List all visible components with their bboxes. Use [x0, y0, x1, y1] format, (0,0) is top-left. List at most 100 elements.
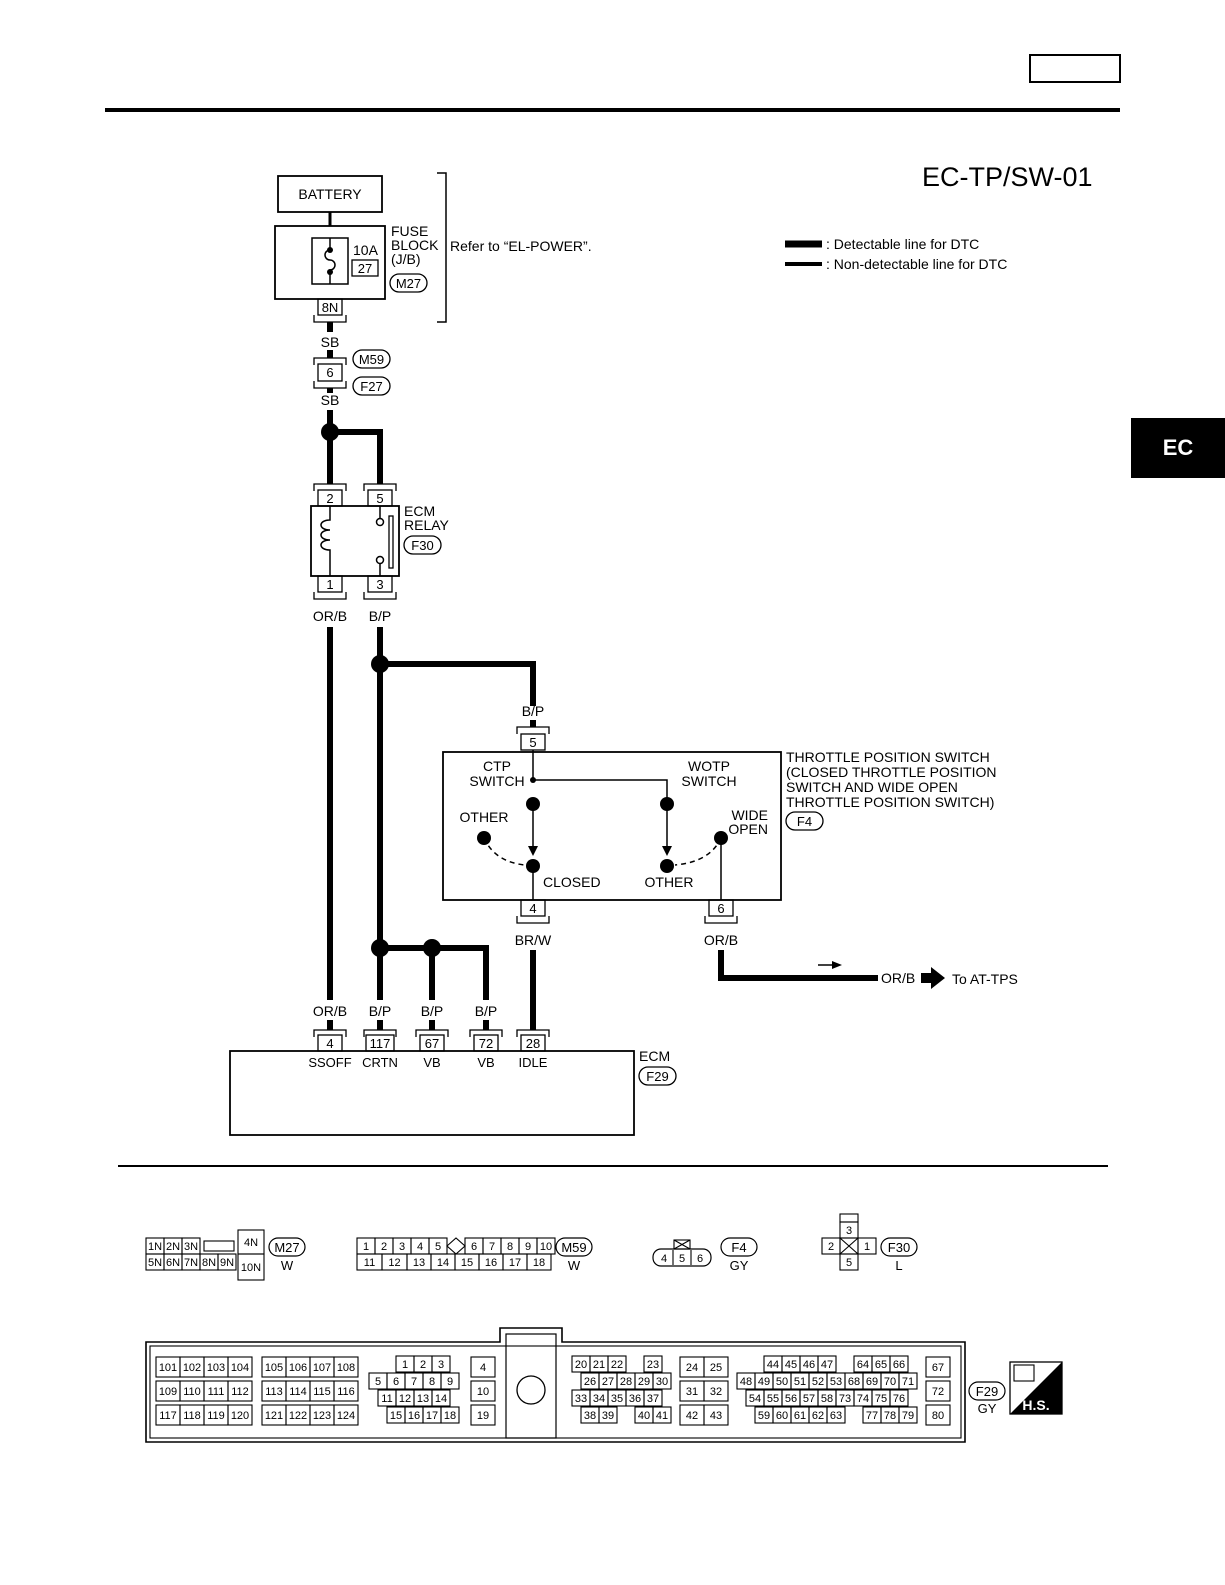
f29-pin-104-box: [227, 1356, 253, 1378]
fuse-node-bottom: [327, 269, 333, 275]
f29-pin-53: 53: [830, 1376, 842, 1388]
f29-pin-21: 21: [593, 1359, 605, 1371]
f29-pin-4: 4: [480, 1362, 486, 1374]
f29-pin-22: 22: [611, 1359, 623, 1371]
ecm: OR/B B/P B/P B/P 4SSOFF117CRTN67VB72VB28…: [229, 1003, 677, 1136]
connector-m59-label: M59: [561, 1240, 586, 1255]
tps-pin-6-box: [708, 899, 734, 917]
m59-pin-14: 14: [437, 1257, 449, 1269]
f29-pin-80-box: [925, 1404, 951, 1426]
f29-pin-104: 104: [231, 1362, 249, 1374]
f29-pin-39: 39: [602, 1410, 614, 1422]
f29-pin-79-box: [898, 1406, 918, 1424]
m59-pin-13: 13: [413, 1257, 425, 1269]
f29-label: F29: [646, 1069, 668, 1084]
f29-pin-59: 59: [758, 1410, 770, 1422]
m59-pin-11: 11: [364, 1257, 375, 1269]
m59-pin-15: 15: [461, 1257, 473, 1269]
f30-blank-cross: [839, 1237, 859, 1255]
m59-pin-12: 12: [388, 1257, 400, 1269]
m59-pin-4: 4: [417, 1241, 423, 1253]
f29-pin-3-box: [431, 1355, 451, 1373]
relay-pin-5: 5: [376, 491, 383, 506]
f29-pin-119: 119: [207, 1410, 225, 1422]
f29-pin-12: 12: [399, 1393, 411, 1405]
ecm-terminal-pin-4: 4: [326, 1036, 333, 1051]
ecm-terminal-pin-28: 28: [526, 1036, 540, 1051]
fuse-rating: 10A: [353, 242, 379, 258]
legend: : Detectable line for DTC : Non-detectab…: [785, 236, 1007, 272]
ecm-terminal-pin-72: 72: [479, 1036, 493, 1051]
fuse-icon: [324, 238, 336, 284]
m59-pin-17: 17: [509, 1257, 521, 1269]
ecm-wire-bp-1: B/P: [369, 1003, 392, 1019]
connector-f4-color: GY: [730, 1258, 749, 1273]
f29-pin-8: 8: [429, 1376, 435, 1388]
connector-f30-label: F30: [888, 1240, 910, 1255]
f29-pin-24: 24: [686, 1362, 698, 1374]
f29-pin-36: 36: [629, 1393, 641, 1405]
f29-pin-123: 123: [313, 1410, 331, 1422]
connector-m59-badge: [555, 1237, 593, 1257]
connector-f30-color: L: [895, 1258, 902, 1273]
f29-pin-31: 31: [686, 1386, 698, 1398]
f29-pin-55: 55: [767, 1393, 779, 1405]
f29-pin-65: 65: [875, 1359, 887, 1371]
wire-label-sb-2: SB: [321, 392, 340, 408]
hs-connector-icon: [1013, 1364, 1035, 1382]
f29-pin-118: 118: [183, 1410, 201, 1422]
f29-pin-56: 56: [785, 1393, 797, 1405]
ecm-terminal-name-4: SSOFF: [308, 1055, 351, 1070]
wotp-label-1: WOTP: [688, 758, 730, 774]
m59-pin-3: 3: [399, 1241, 405, 1253]
f29-pin-63: 63: [830, 1410, 842, 1422]
f29-pin-80: 80: [932, 1410, 944, 1422]
f29-pin-116-box: [333, 1380, 359, 1402]
connector-f30-badge: [880, 1237, 918, 1257]
tps-other-1: OTHER: [460, 809, 509, 825]
tps-pin-6: 6: [717, 901, 724, 916]
relay-label-1: ECM: [404, 503, 435, 519]
f29-pin-112: 112: [231, 1386, 249, 1398]
f29-pin-106: 106: [289, 1362, 307, 1374]
f29-pin-70: 70: [884, 1376, 896, 1388]
f29-pin-112-box: [227, 1380, 253, 1402]
fuse-pin-box: [317, 298, 343, 316]
wire-label-orb-1: OR/B: [313, 608, 347, 624]
f29-pin-109: 109: [159, 1386, 177, 1398]
f30-label: F30: [411, 538, 433, 553]
f29-pin-54: 54: [749, 1393, 761, 1405]
ecm-terminal-name-72: VB: [477, 1055, 494, 1070]
f29-housing: [145, 1327, 966, 1443]
relay-armature: [388, 515, 394, 569]
connector-m59-color: W: [568, 1258, 581, 1273]
f29-pin-77: 77: [866, 1410, 878, 1422]
wire-label-bp-1: B/P: [369, 608, 392, 624]
f29-pin-25: 25: [710, 1362, 722, 1374]
f29-pin-16: 16: [408, 1410, 420, 1422]
relay-pin-1: 1: [326, 577, 333, 592]
f29-pin-38: 38: [584, 1410, 596, 1422]
section-tab-ec[interactable]: EC: [1131, 418, 1225, 478]
f29-pin-71: 71: [902, 1376, 914, 1388]
f29-pin-41-box: [652, 1406, 672, 1424]
f29-pin-74: 74: [857, 1393, 869, 1405]
f29-pin-19-box: [470, 1404, 496, 1426]
hs-badge-icon: [1010, 1362, 1062, 1414]
fuse-number: 27: [358, 261, 372, 276]
ecm-wire-orb: OR/B: [313, 1003, 347, 1019]
f30-badge: [403, 535, 442, 555]
f29-pin-34: 34: [593, 1393, 605, 1405]
f4-pin-6: 6: [697, 1253, 703, 1265]
connector-m27-color: W: [281, 1258, 294, 1273]
m27-pin-10N-box: [237, 1253, 265, 1281]
battery-label: BATTERY: [298, 186, 362, 202]
m59-pin-5: 5: [435, 1241, 441, 1253]
m27-pin-6N: 6N: [166, 1257, 180, 1269]
f4-label: F4: [797, 814, 812, 829]
